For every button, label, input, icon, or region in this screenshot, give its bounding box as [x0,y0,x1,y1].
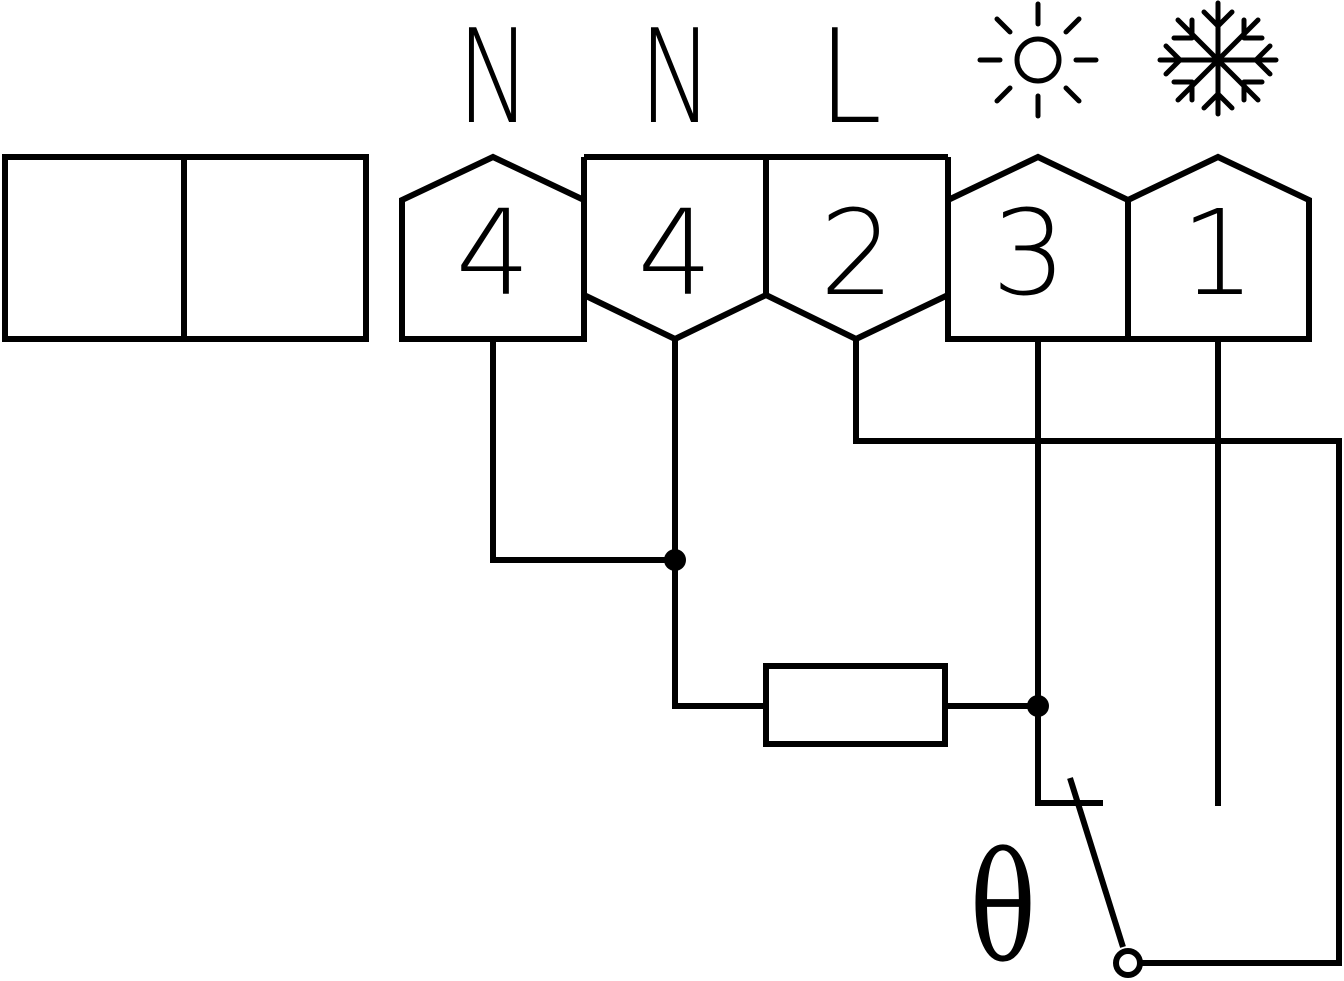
wire-neutral-bridge [490,339,675,563]
sun-icon [977,1,1099,119]
label-neutral-2: N [639,1,713,153]
switch-blade [1067,777,1126,948]
terminal-number-1: 1 [1180,184,1255,322]
terminal-group-bottom [582,291,950,343]
label-line: L [818,1,882,153]
junction-dot [664,549,686,571]
switch-contact [1113,948,1143,978]
terminal-number-4b: 4 [637,184,712,322]
terminal-number-4a: 4 [455,184,530,322]
terminal-3-outline [945,153,1131,342]
junction-dot [1027,695,1049,717]
terminal-number-2: 2 [819,184,894,322]
snowflake-icon [1157,0,1279,117]
resistor [763,663,948,747]
wire-neutral-to-resistor [672,339,766,709]
wire-line-to-switch [853,339,1342,966]
empty-terminal-box [2,154,369,342]
label-neutral-1: N [457,1,531,153]
terminal-1-outline [1125,153,1312,342]
thermostat-symbol: θ [970,822,1036,981]
terminal-4a-outline [399,153,587,342]
wire-terminal-3 [1035,339,1103,806]
terminal-number-3: 3 [991,184,1066,322]
